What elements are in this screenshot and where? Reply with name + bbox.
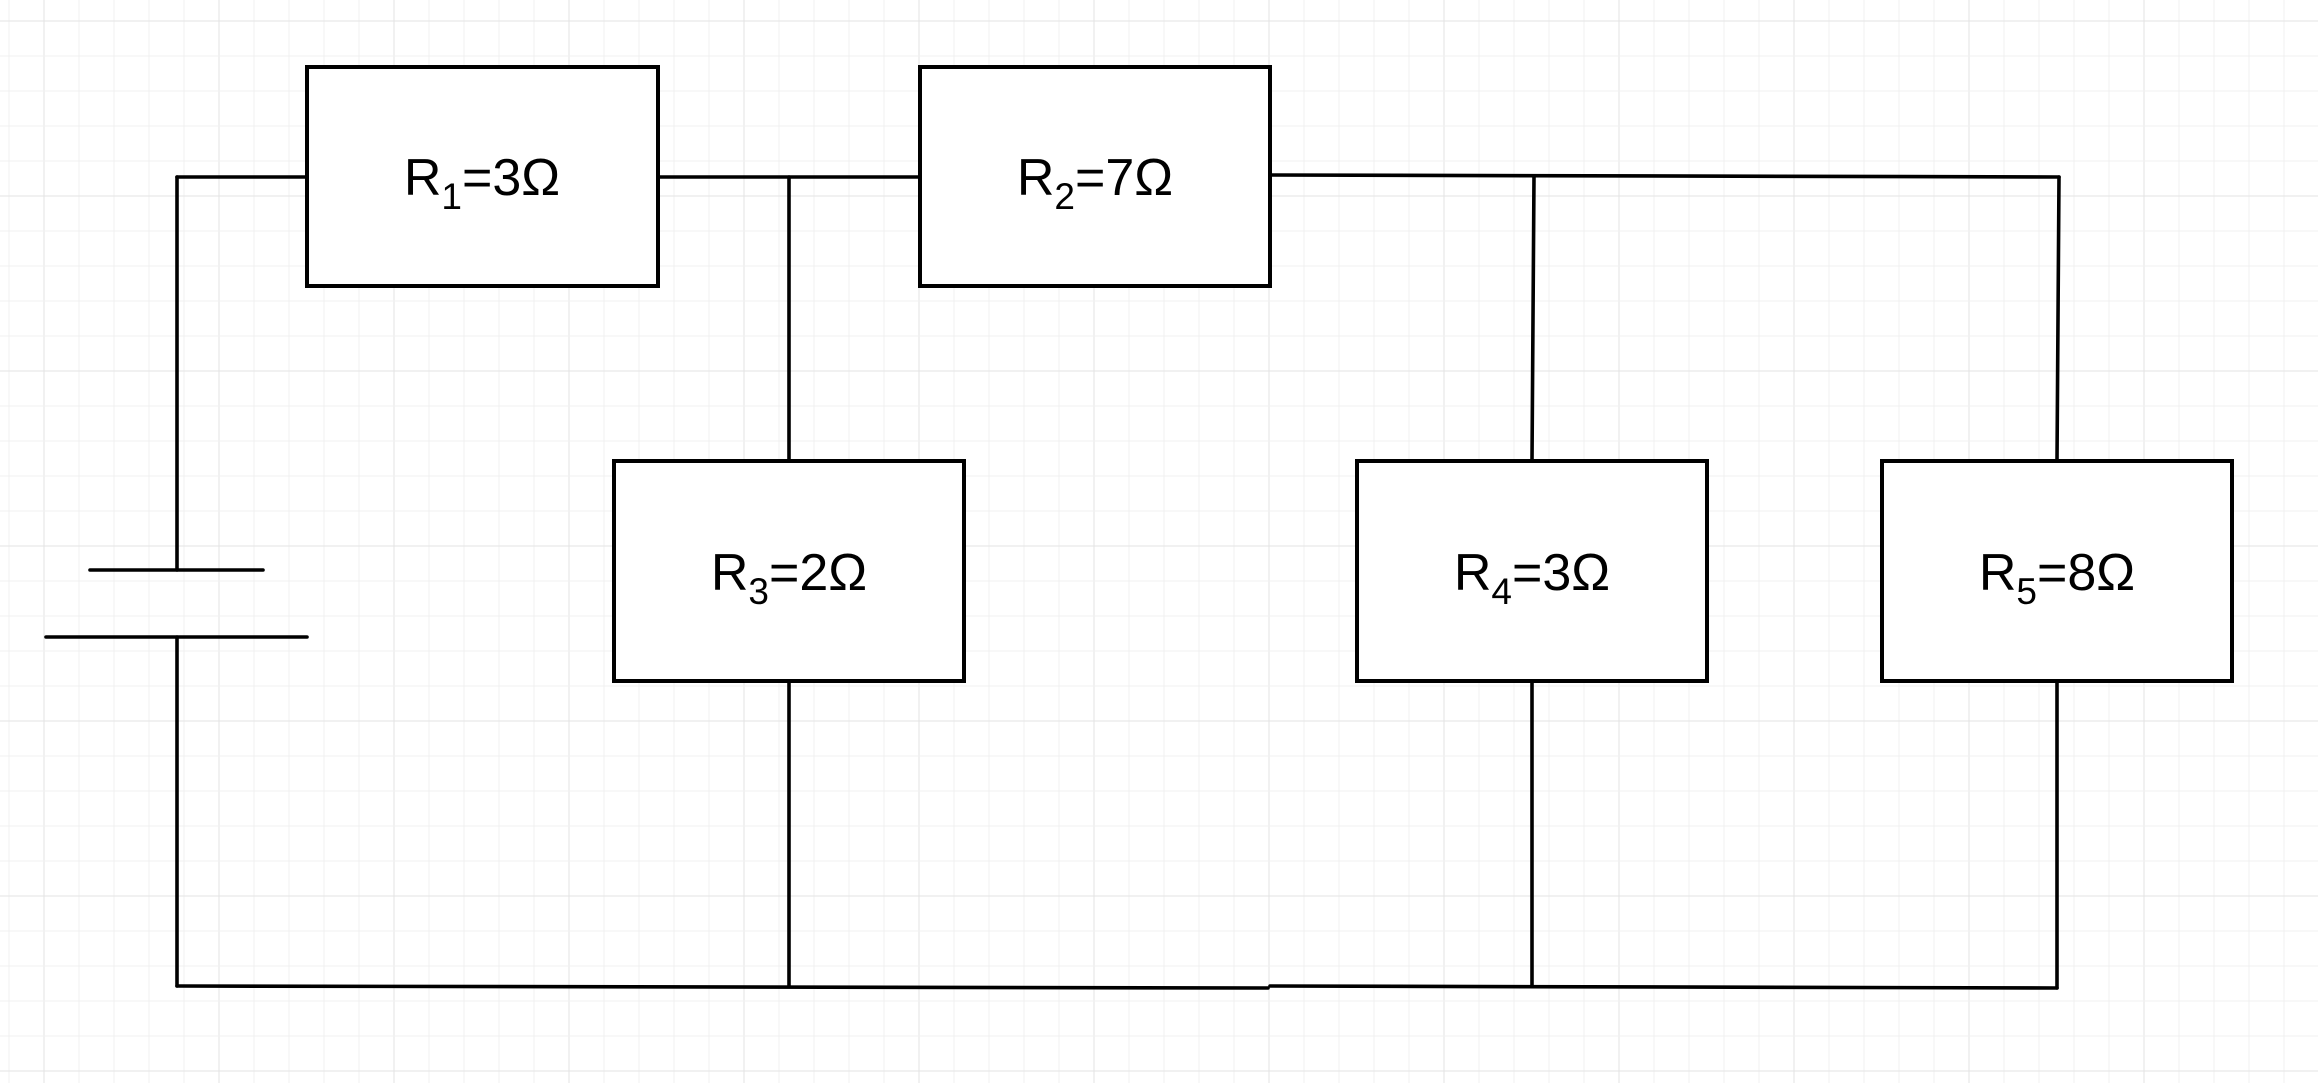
resistor-r1-label: R1=3Ω	[404, 149, 560, 217]
resistor-r3-box	[612, 459, 966, 683]
resistor-r1-box	[305, 65, 660, 288]
resistor-r4: R4=3Ω	[1355, 459, 1709, 683]
resistor-r4-box	[1355, 459, 1709, 683]
resistor-r1: R1=3Ω	[305, 65, 660, 288]
resistors: R1=3Ω R2=7Ω R3=2Ω R4=3Ω R5=8Ω	[305, 65, 2234, 683]
resistor-r2-box	[918, 65, 1272, 288]
wire-bottom-right	[1268, 984, 2059, 990]
resistor-r2-label: R2=7Ω	[1017, 149, 1173, 217]
resistor-r2: R2=7Ω	[918, 65, 1272, 288]
resistor-r5: R5=8Ω	[1880, 459, 2234, 683]
battery-symbol	[44, 568, 309, 639]
wire-top-right	[1268, 173, 2061, 179]
wire-to-r5-top	[2055, 175, 2061, 463]
resistor-r3-label: R3=2Ω	[711, 544, 867, 612]
resistor-r3: R3=2Ω	[612, 459, 966, 683]
resistor-r4-label: R4=3Ω	[1454, 544, 1610, 612]
resistor-r5-label: R5=8Ω	[1979, 544, 2135, 612]
wire-bottom-left	[175, 984, 1270, 990]
wire-to-r4-top	[1530, 174, 1536, 463]
resistor-r5-box	[1880, 459, 2234, 683]
circuit-wires	[175, 173, 2061, 990]
